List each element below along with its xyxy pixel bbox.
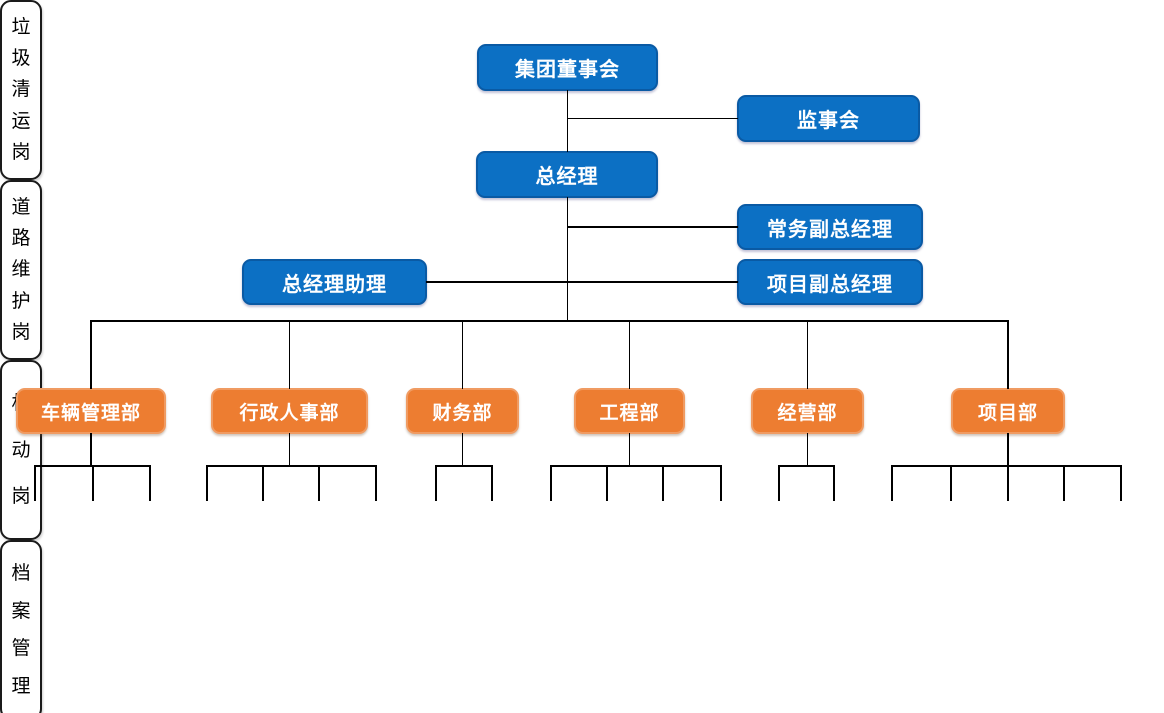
connector-line xyxy=(1007,433,1009,467)
node-general-manager: 总经理 xyxy=(476,151,658,198)
dept-vehicle-management: 车辆管理部 xyxy=(16,388,166,434)
connector-line xyxy=(566,90,569,152)
post-char: 清 xyxy=(11,79,31,101)
connector-line xyxy=(262,465,264,501)
post-char: 理 xyxy=(11,675,31,697)
dept-operations: 经营部 xyxy=(751,388,864,434)
connector-line xyxy=(833,465,835,501)
post-char: 岗 xyxy=(11,321,31,343)
connector-line xyxy=(1007,465,1009,501)
connector-line xyxy=(778,465,835,467)
connector-line xyxy=(1120,465,1122,501)
connector-line xyxy=(435,465,493,467)
connector-line xyxy=(90,320,1009,322)
post-char: 道 xyxy=(11,197,31,219)
connector-line xyxy=(806,433,809,467)
dept-engineering: 工程部 xyxy=(574,388,685,434)
connector-line xyxy=(426,281,738,283)
post-char: 圾 xyxy=(11,48,31,70)
connector-line xyxy=(662,465,664,501)
connector-line xyxy=(566,226,738,228)
post-box: 档案管理 xyxy=(0,540,42,713)
connector-line xyxy=(550,465,552,501)
connector-line xyxy=(435,465,437,501)
post-char: 动 xyxy=(11,439,31,461)
post-char: 档 xyxy=(11,563,31,585)
post-char: 管 xyxy=(11,638,31,660)
post-char: 岗 xyxy=(11,141,31,163)
connector-line xyxy=(1007,320,1009,389)
post-char: 路 xyxy=(11,228,31,250)
post-char: 护 xyxy=(11,290,31,312)
connector-line xyxy=(288,433,291,467)
connector-line xyxy=(566,197,569,322)
connector-line xyxy=(90,320,92,389)
connector-line xyxy=(461,320,464,389)
connector-line xyxy=(606,465,608,501)
node-gm-assistant: 总经理助理 xyxy=(242,259,427,305)
connector-line xyxy=(288,320,291,389)
connector-line xyxy=(950,465,952,501)
connector-line xyxy=(891,465,893,501)
post-char: 垃 xyxy=(11,17,31,39)
connector-line xyxy=(90,433,92,467)
post-char: 案 xyxy=(11,600,31,622)
connector-line xyxy=(628,320,631,389)
post-box: 机动岗 xyxy=(0,360,42,540)
dept-admin-hr: 行政人事部 xyxy=(211,388,368,434)
connector-line xyxy=(806,320,809,389)
connector-line xyxy=(1063,465,1065,501)
connector-line xyxy=(566,117,738,120)
connector-line xyxy=(375,465,377,501)
post-char: 岗 xyxy=(11,486,31,508)
connector-line xyxy=(778,465,780,501)
post-char: 维 xyxy=(11,259,31,281)
connector-line xyxy=(318,465,320,501)
dept-project: 项目部 xyxy=(951,388,1065,434)
node-project-deputy-gm: 项目副总经理 xyxy=(737,259,923,305)
connector-line xyxy=(891,465,1122,467)
connector-line xyxy=(461,433,464,467)
connector-line xyxy=(491,465,493,501)
node-group-board: 集团董事会 xyxy=(477,44,658,91)
post-box: 垃圾清运岗 xyxy=(0,0,42,180)
node-supervisory-board: 监事会 xyxy=(737,95,920,142)
dept-finance: 财务部 xyxy=(406,388,519,434)
connector-line xyxy=(34,465,36,501)
connector-line xyxy=(206,465,377,467)
connector-line xyxy=(720,465,722,501)
connector-line xyxy=(628,433,631,467)
connector-line xyxy=(92,465,94,501)
post-box: 道路维护岗 xyxy=(0,180,42,360)
connector-line xyxy=(206,465,208,501)
node-executive-deputy-gm: 常务副总经理 xyxy=(737,204,923,250)
connector-line xyxy=(149,465,151,501)
post-char: 运 xyxy=(11,110,31,132)
connector-line xyxy=(550,465,722,467)
